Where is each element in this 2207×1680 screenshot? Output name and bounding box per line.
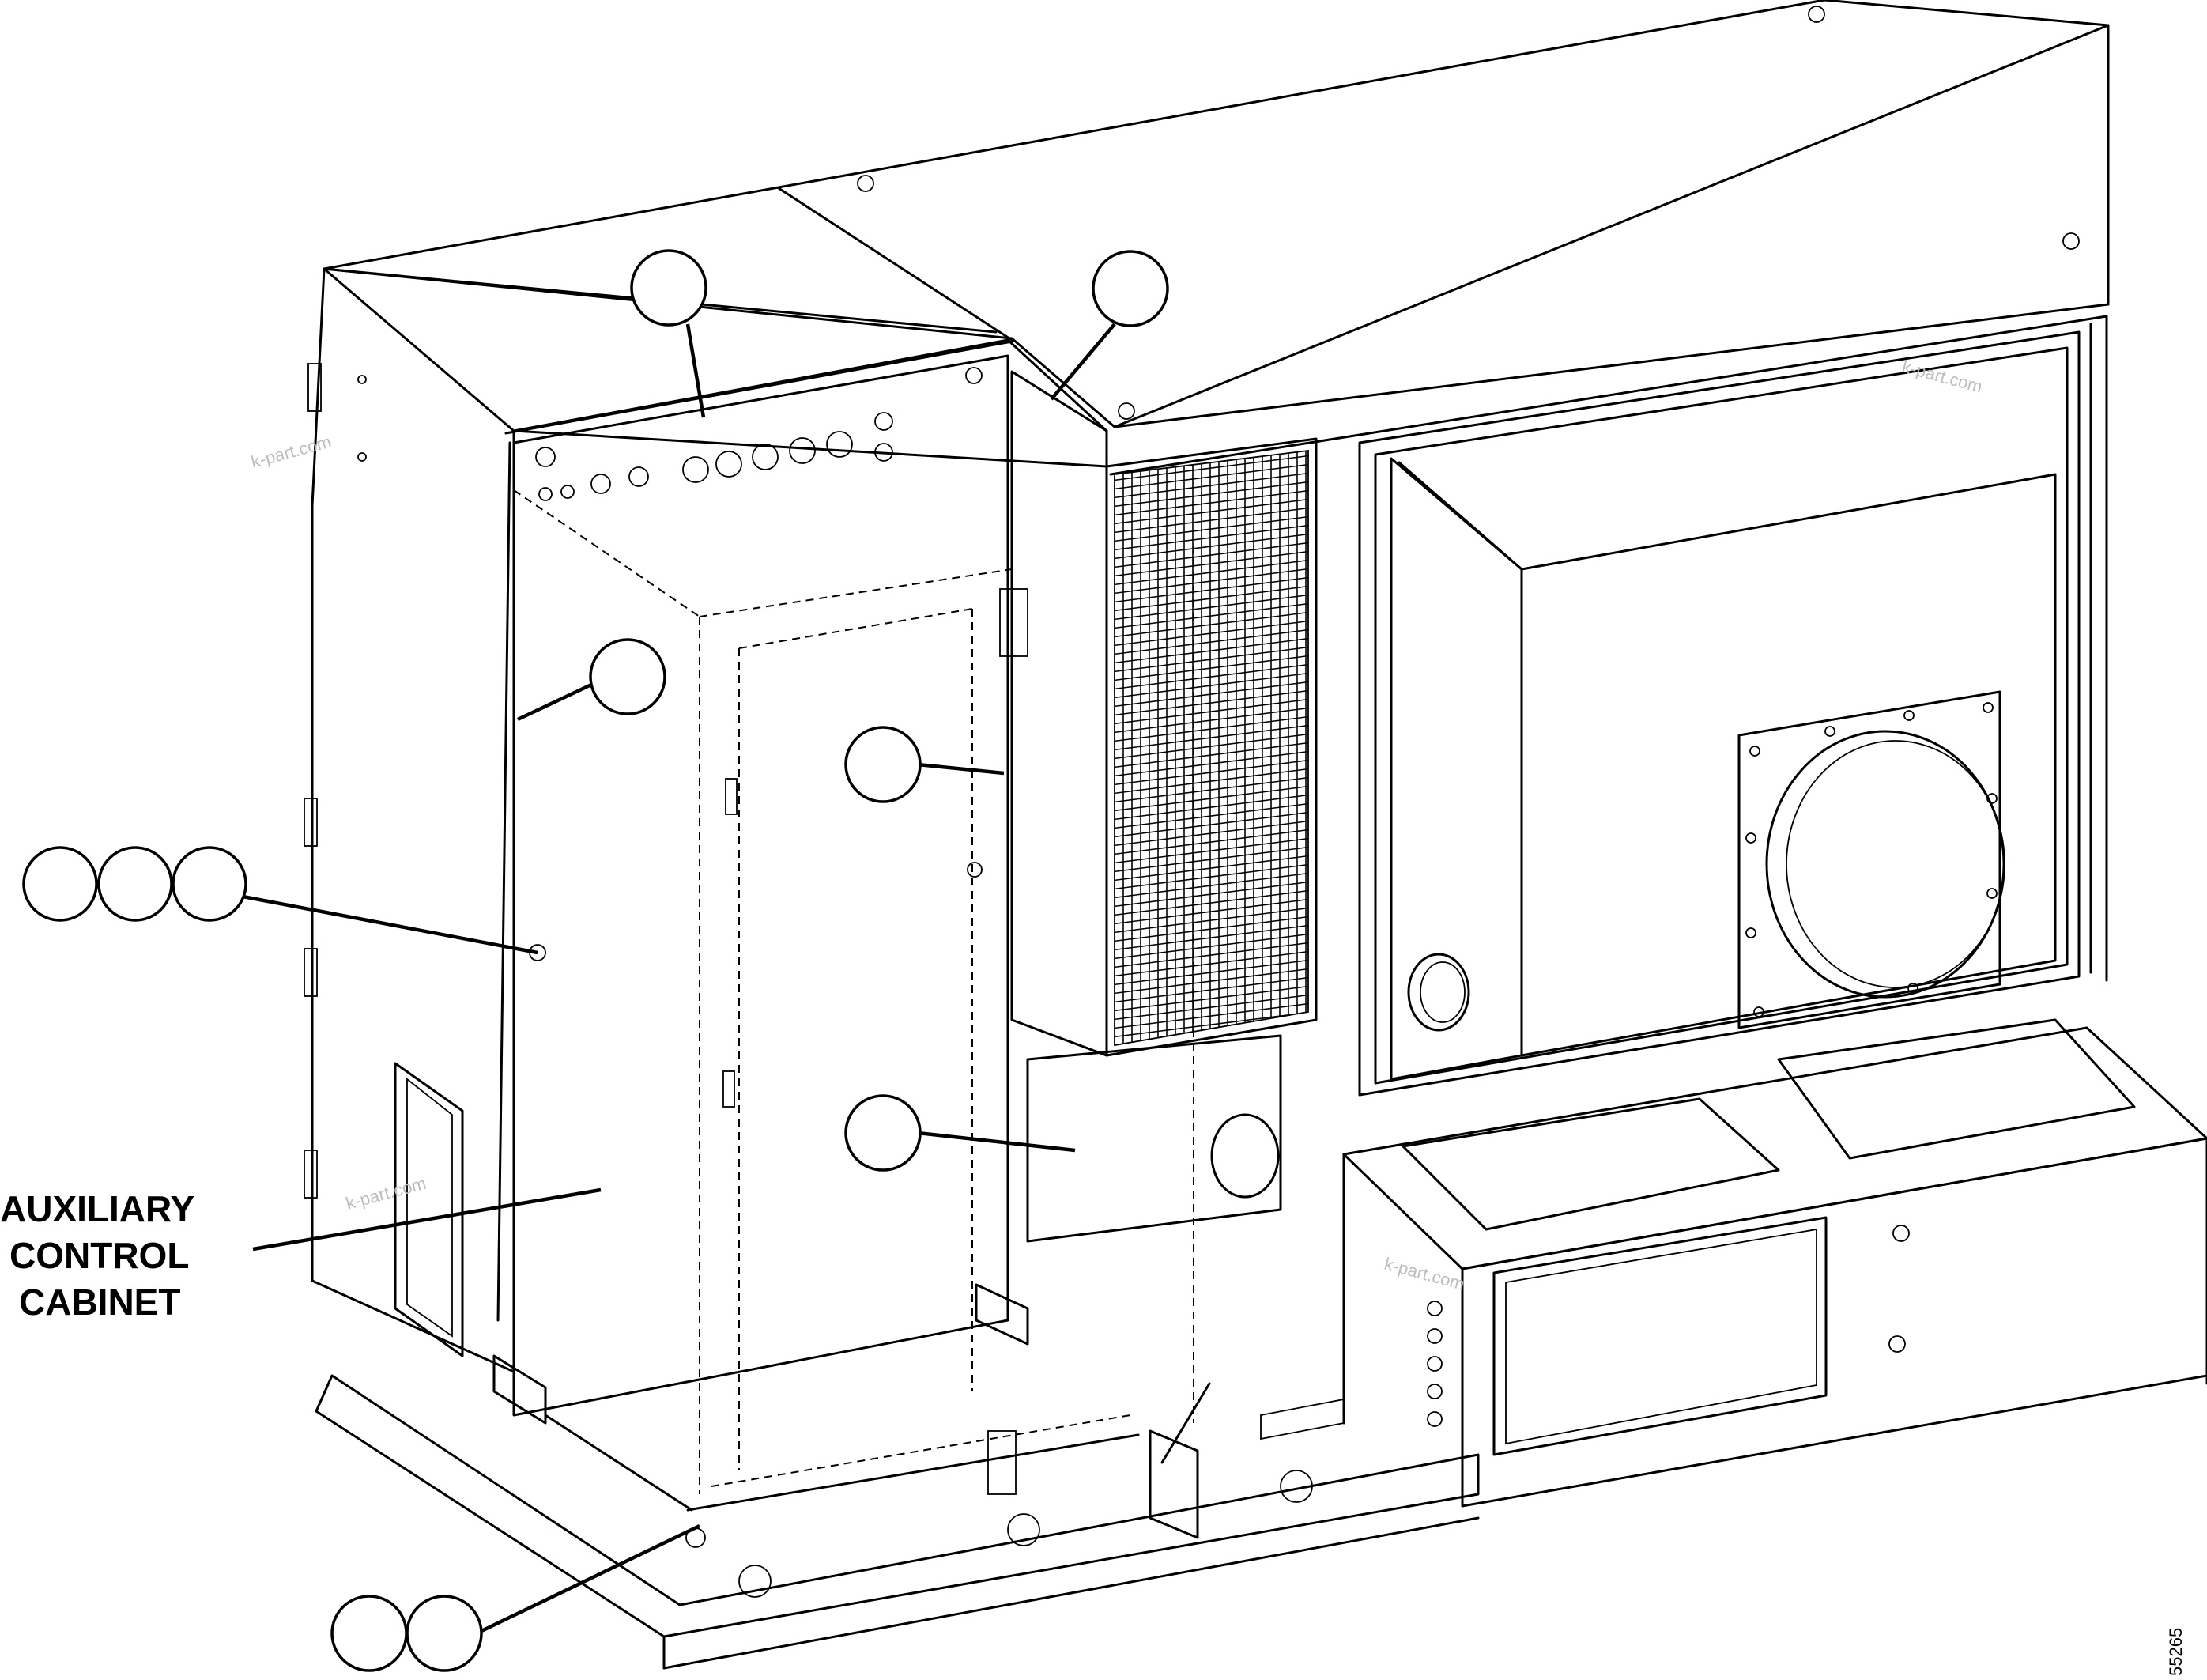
watermark-text: k-part.com bbox=[344, 1173, 428, 1214]
callout-balloon bbox=[22, 846, 98, 922]
callout-balloon bbox=[406, 1595, 483, 1672]
radiator-grille bbox=[1105, 437, 1318, 1057]
watermark-text: k-part.com bbox=[249, 432, 334, 472]
callout-balloon bbox=[589, 638, 666, 715]
callout-balloon bbox=[97, 846, 173, 922]
knockout-holes bbox=[535, 367, 983, 501]
callout-balloons bbox=[22, 249, 1169, 1672]
leader-lines bbox=[238, 323, 1116, 1635]
grille-mesh bbox=[1115, 451, 1308, 1045]
callout-balloon bbox=[172, 846, 247, 922]
auxiliary-control-cabinet bbox=[304, 267, 1199, 1539]
connector-ports bbox=[1427, 1301, 1443, 1427]
cabinet-label: AUXILIARY CONTROL CABINET bbox=[0, 1188, 194, 1323]
callout-balloon bbox=[844, 726, 922, 803]
callout-balloon bbox=[844, 1094, 922, 1172]
drawing-number: 55265 bbox=[2166, 1628, 2186, 1676]
callout-balloon bbox=[330, 1595, 408, 1672]
generator-enclosure bbox=[315, 0, 2207, 1670]
label-line-1: AUXILIARY bbox=[0, 1188, 194, 1229]
duct-flange-bolts bbox=[1745, 702, 1998, 1017]
label-line-3: CABINET bbox=[19, 1282, 180, 1323]
callout-balloon bbox=[1092, 250, 1169, 327]
label-line-2: CONTROL bbox=[9, 1235, 189, 1276]
callout-balloon bbox=[630, 249, 707, 327]
